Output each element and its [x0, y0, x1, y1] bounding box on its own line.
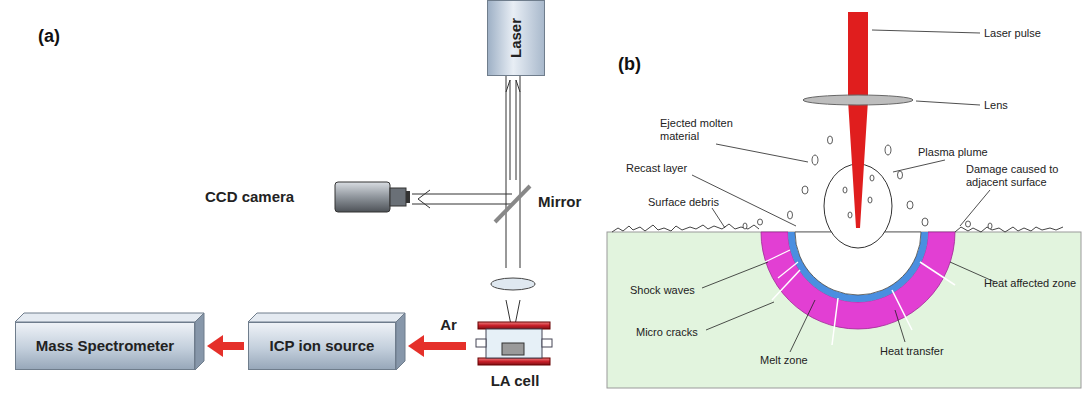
callout-label: (a)	[38, 26, 60, 46]
box-side	[396, 313, 405, 370]
callout-label: (b)	[618, 54, 641, 74]
node-text: LA cell	[491, 372, 540, 390]
callout-label: Lens	[984, 99, 1008, 112]
arrow-head	[207, 335, 223, 357]
box-top	[15, 313, 204, 322]
callout-label: Shock waves	[630, 284, 695, 297]
arrow-shaft	[223, 342, 244, 350]
ejected-droplets	[743, 136, 992, 229]
callout-label: Heat affected zone	[984, 277, 1076, 290]
node-text: Mass Spectrometer	[36, 337, 174, 355]
flow-arrow	[207, 335, 244, 357]
la-cell	[476, 322, 552, 365]
node-text: CCD camera	[205, 188, 294, 205]
node-text: Laser	[507, 18, 525, 58]
lens	[491, 278, 535, 290]
laser-box: Laser	[487, 0, 545, 76]
callout-label: Ejected molten material	[660, 117, 740, 143]
callout-label: Recast layer	[626, 162, 687, 175]
la-cell: LA cell	[470, 318, 560, 390]
camera-icon	[335, 182, 410, 212]
callout-label: Plasma plume	[918, 146, 988, 159]
shock-waves	[765, 250, 798, 278]
mirror	[495, 186, 530, 222]
mass-spectrometer-box: Mass Spectrometer	[15, 322, 195, 370]
callout-label: Micro cracks	[636, 326, 698, 339]
callout-label: Heat transfer	[880, 345, 944, 358]
callout-label: Melt zone	[760, 354, 808, 367]
node-text: ICP ion source	[270, 337, 375, 355]
box-side	[195, 313, 204, 370]
lens	[803, 95, 913, 105]
arrow-shaft	[424, 342, 466, 350]
box-top	[248, 313, 405, 322]
laser-pulse	[848, 12, 868, 228]
callout-label: Damage caused to adjacent surface	[966, 163, 1082, 189]
leader-lines	[692, 30, 995, 352]
callout-label: Mirror	[538, 193, 581, 211]
camera-label: CCD camera	[205, 188, 294, 210]
callout-label: Surface debris	[648, 196, 719, 209]
icp-source-box: ICP ion source	[248, 322, 396, 370]
edge-label: Ar	[440, 316, 457, 334]
arrow-head	[408, 335, 424, 357]
substrate	[607, 232, 1081, 388]
flow-arrow	[408, 335, 466, 357]
laser-beam	[412, 76, 520, 330]
callout-label: Laser pulse	[984, 27, 1041, 40]
